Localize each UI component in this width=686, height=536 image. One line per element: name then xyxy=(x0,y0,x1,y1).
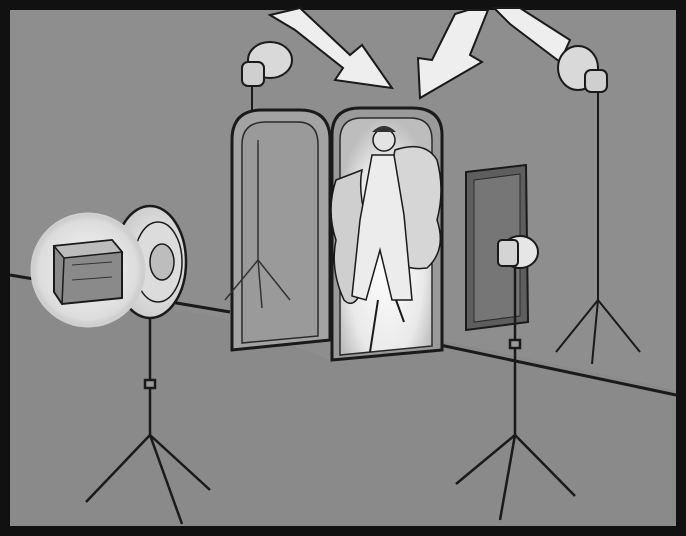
softbox-right xyxy=(466,165,538,330)
left-mirror-door xyxy=(225,110,330,350)
inset-circle-light-box xyxy=(32,214,144,326)
